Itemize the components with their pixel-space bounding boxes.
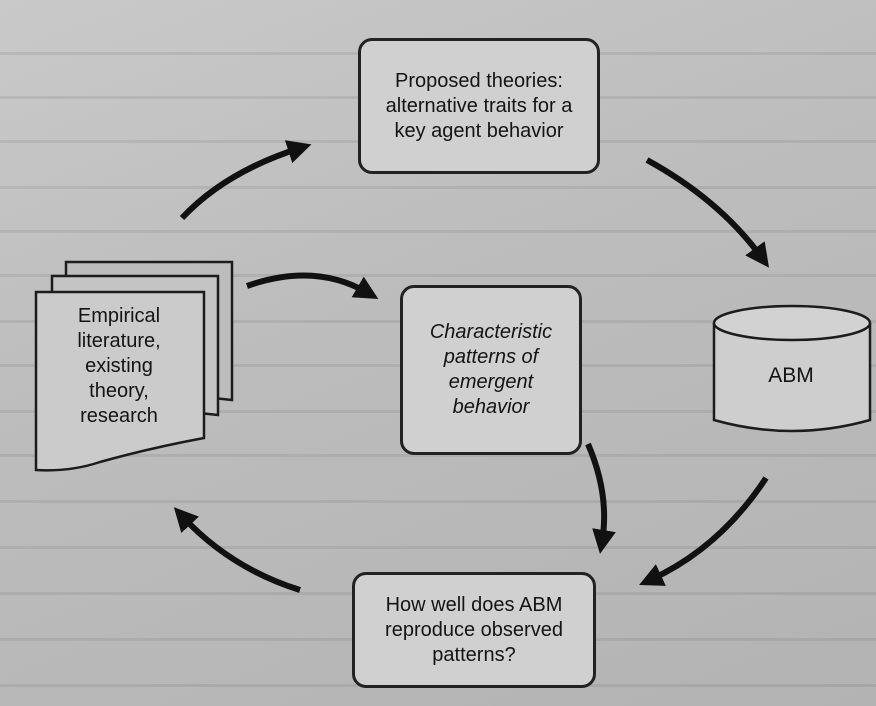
characteristic-patterns-label: Characteristic patterns of emergent beha… bbox=[429, 321, 553, 418]
characteristic-patterns-box: Characteristic patterns of emergent beha… bbox=[400, 285, 582, 455]
arrow-empirical-to-characteristic bbox=[246, 272, 379, 300]
how-well-box: How well does ABM reproduce observed pat… bbox=[352, 572, 596, 688]
arrow-abm-to-howwell bbox=[639, 476, 769, 586]
arrow-empirical-to-theories bbox=[179, 140, 312, 221]
empirical-literature-label: Empirical literature, existing theory, r… bbox=[77, 305, 161, 427]
document-stack-icon bbox=[34, 260, 234, 472]
arrow-theories-to-abm bbox=[645, 157, 770, 268]
abm-database-icon bbox=[712, 304, 872, 433]
arrow-howwell-to-empirical bbox=[173, 507, 301, 593]
abm-label: ABM bbox=[768, 364, 814, 387]
proposed-theories-label: Proposed theories: alternative traits fo… bbox=[385, 69, 573, 142]
arrow-characteristic-to-howwell bbox=[585, 442, 616, 554]
how-well-label: How well does ABM reproduce observed pat… bbox=[385, 593, 563, 666]
proposed-theories-box: Proposed theories: alternative traits fo… bbox=[358, 38, 600, 174]
